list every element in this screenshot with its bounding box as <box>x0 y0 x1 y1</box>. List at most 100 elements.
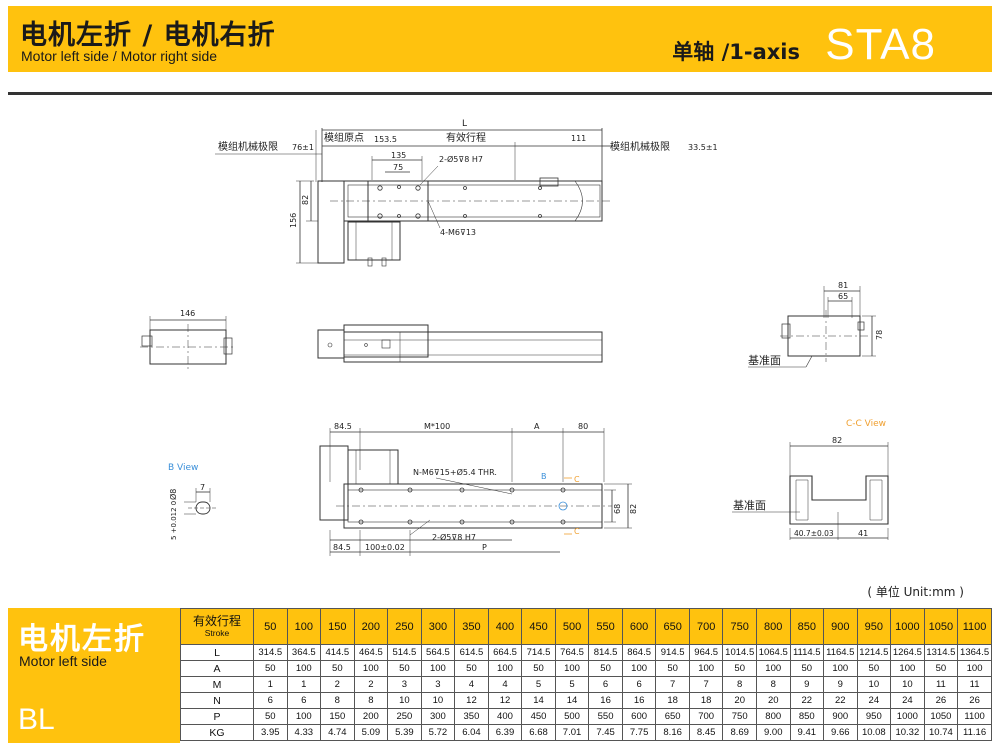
table-cell: 1014.5 <box>722 644 757 661</box>
stroke-header: 600 <box>621 608 657 645</box>
row-label: P <box>180 708 254 725</box>
stroke-header: 750 <box>722 608 757 645</box>
table-cell: 11.16 <box>957 724 992 741</box>
table-cell: 100 <box>957 660 992 677</box>
table-cell: 4.33 <box>286 724 322 741</box>
table-cell: 6 <box>286 692 322 709</box>
stroke-header: 650 <box>655 608 690 645</box>
effective-stroke-label: 有效行程 <box>446 131 486 144</box>
table-cell: 3.95 <box>253 724 288 741</box>
table-cell: 18 <box>688 692 724 709</box>
page-title: 电机左折 / 电机右折 <box>20 20 276 51</box>
table-cell: 50 <box>722 660 757 677</box>
stroke-header: 1050 <box>923 608 959 645</box>
table-cell: 864.5 <box>621 644 657 661</box>
table-cell: 7.45 <box>588 724 623 741</box>
table-cell: 564.5 <box>420 644 456 661</box>
header-banner: 电机左折 / 电机右折 Motor left side / Motor righ… <box>8 6 992 72</box>
page-subtitle: Motor left side / Motor right side <box>21 48 218 64</box>
table-cell: 814.5 <box>588 644 623 661</box>
end-view-right <box>748 286 876 368</box>
table-cell: 7 <box>688 676 724 693</box>
table-cell: 100 <box>688 660 724 677</box>
table-cell: 5.72 <box>420 724 456 741</box>
table-cell: 11 <box>923 676 959 693</box>
dim-65: 65 <box>838 292 848 301</box>
table-cell: 24 <box>856 692 892 709</box>
table-cell: 100 <box>286 708 322 725</box>
table-cell: 100 <box>621 660 657 677</box>
table-cell: 22 <box>789 692 825 709</box>
dim-5-tolerance: 5 +0.012 0 <box>170 501 178 540</box>
dim-84-5-bottom: 84.5 <box>333 543 351 552</box>
table-cell: 150 <box>320 708 355 725</box>
table-cell: 514.5 <box>387 644 422 661</box>
row-label: KG <box>180 724 254 741</box>
dim-A: A <box>534 422 540 431</box>
mech-limit-left-value: 76±1 <box>292 143 314 152</box>
table-cell: 10.08 <box>856 724 892 741</box>
table-cell: 14 <box>521 692 556 709</box>
hole-label-top: 2-Ø5⊽8 H7 <box>439 154 483 164</box>
table-cell: 100 <box>353 660 389 677</box>
table-cell: 464.5 <box>353 644 389 661</box>
ref-face-label-2: 基准面 <box>733 499 766 512</box>
table-cell: 100 <box>755 660 791 677</box>
table-cell: 364.5 <box>286 644 322 661</box>
table-cell: 950 <box>856 708 892 725</box>
table-cell: 8.16 <box>655 724 690 741</box>
table-cell: 650 <box>655 708 690 725</box>
dim-41: 41 <box>858 529 868 538</box>
stroke-header: 1100 <box>957 608 992 645</box>
table-cell: 1050 <box>923 708 959 725</box>
stroke-header: 350 <box>454 608 489 645</box>
dim-7: 7 <box>200 483 205 492</box>
table-cell: 100 <box>487 660 523 677</box>
table-cell: 8 <box>755 676 791 693</box>
table-cell: 1 <box>286 676 322 693</box>
table-cell: 1164.5 <box>823 644 858 661</box>
table-cell: 16 <box>621 692 657 709</box>
table-cell: 50 <box>856 660 892 677</box>
table-cell: 22 <box>823 692 858 709</box>
table-cell: 8 <box>353 692 389 709</box>
dim-146: 146 <box>180 309 195 318</box>
mech-limit-right-label: 模组机械极限 <box>610 140 670 153</box>
dim-80: 80 <box>578 422 588 431</box>
table-cell: 664.5 <box>487 644 523 661</box>
table-cell: 12 <box>487 692 523 709</box>
side-view <box>317 324 603 363</box>
table-cell: 8.45 <box>688 724 724 741</box>
dim-111: 111 <box>571 134 586 143</box>
header-rule <box>8 92 992 95</box>
table-cell: 100 <box>554 660 590 677</box>
table-cell: 8.69 <box>722 724 757 741</box>
dim-135: 135 <box>391 151 406 160</box>
dim-82-horizontal: 82 <box>832 436 842 445</box>
table-cell: 24 <box>890 692 925 709</box>
table-cell: 300 <box>420 708 456 725</box>
end-view-left <box>140 316 236 370</box>
table-cell: 900 <box>823 708 858 725</box>
thread-label: N-M6⊽15+Ø5.4 THR. <box>413 467 497 477</box>
table-cell: 10 <box>387 692 422 709</box>
stroke-header: 400 <box>487 608 523 645</box>
table-cell: 5.39 <box>387 724 422 741</box>
mech-limit-left-label: 模组机械极限 <box>218 140 278 153</box>
table-cell: 26 <box>957 692 992 709</box>
table-cell: 1100 <box>957 708 992 725</box>
table-cell: 100 <box>890 660 925 677</box>
table-cell: 6 <box>253 692 288 709</box>
table-cell: 8 <box>722 676 757 693</box>
table-cell: 20 <box>755 692 791 709</box>
table-cell: 9.00 <box>755 724 791 741</box>
table-cell: 10 <box>890 676 925 693</box>
b-view <box>184 488 216 515</box>
table-cell: 350 <box>454 708 489 725</box>
table-cell: 7 <box>655 676 690 693</box>
table-cell: 500 <box>554 708 590 725</box>
table-cell: 1314.5 <box>923 644 959 661</box>
